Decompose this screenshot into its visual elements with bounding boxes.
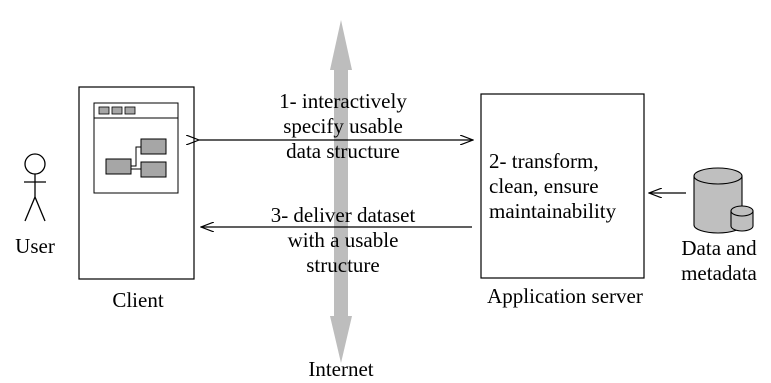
data-store-label-line1: Data and bbox=[681, 236, 757, 260]
internet-arrow bbox=[330, 20, 352, 363]
client-label: Client bbox=[112, 288, 164, 312]
data-store-label-line2: metadata bbox=[681, 261, 757, 285]
user-icon bbox=[24, 153, 46, 222]
app-server-box bbox=[480, 93, 645, 279]
step3-line1: 3- deliver dataset bbox=[270, 203, 416, 227]
app-window-icon bbox=[93, 102, 179, 194]
step1-line2: specify usable bbox=[283, 114, 403, 138]
data-store-label: Data and metadata bbox=[670, 236, 768, 286]
step3-label: 3- deliver dataset with a usable structu… bbox=[243, 203, 443, 278]
step2-line2: clean, ensure bbox=[489, 174, 599, 198]
step2-label: 2- transform, clean, ensure maintainabil… bbox=[489, 149, 643, 224]
user-label: User bbox=[15, 234, 55, 258]
step2-line3: maintainability bbox=[489, 199, 617, 223]
app-server-label: Application server bbox=[487, 284, 643, 308]
step1-line3: data structure bbox=[286, 139, 400, 163]
internet-label: Internet bbox=[308, 357, 374, 381]
step1-label: 1- interactively specify usable data str… bbox=[248, 89, 438, 164]
step3-line3: structure bbox=[306, 253, 380, 277]
step2-line1: 2- transform, bbox=[489, 149, 599, 173]
step1-line1: 1- interactively bbox=[279, 89, 407, 113]
step3-line2: with a usable bbox=[287, 228, 399, 252]
database-icon bbox=[693, 167, 754, 234]
